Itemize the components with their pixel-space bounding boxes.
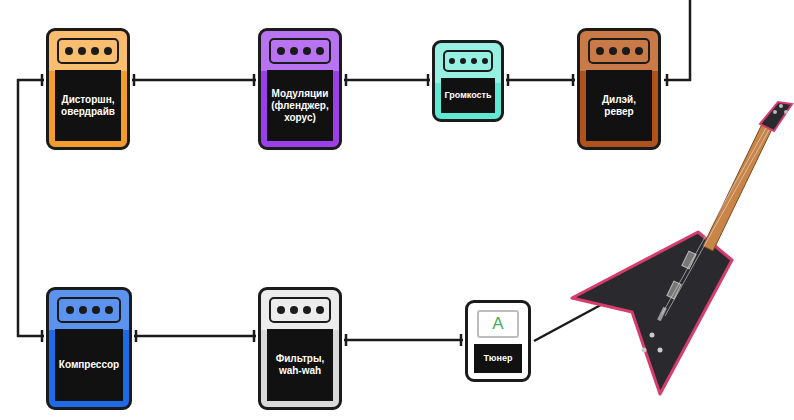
patch-cable xyxy=(132,74,256,86)
guitar-body xyxy=(572,232,732,394)
jack-tick xyxy=(133,74,136,86)
guitar-headstock xyxy=(760,102,792,131)
label-panel: Модуляции (фленджер, хорус) xyxy=(267,70,333,141)
tuner-display: A xyxy=(477,310,519,338)
label-panel: Дилэй, ревер xyxy=(586,70,652,141)
knob-dot xyxy=(482,58,488,64)
jack-tick xyxy=(460,334,463,346)
pedal-label: Тюнер xyxy=(483,353,512,364)
cable-line xyxy=(18,80,44,336)
control-knob xyxy=(650,333,655,338)
label-panel: Громкость xyxy=(441,78,495,113)
knob-dot xyxy=(316,306,324,314)
knob-dot xyxy=(277,306,285,314)
knob-dot xyxy=(622,47,630,55)
jack-tick xyxy=(507,74,510,86)
output-cable xyxy=(664,0,690,86)
cable-line xyxy=(344,79,430,82)
effect-pedal: Громкость xyxy=(432,40,504,122)
patch-cable xyxy=(344,334,463,346)
knob-dot xyxy=(303,47,311,55)
patch-cable xyxy=(344,74,430,86)
knob-dot xyxy=(92,306,100,314)
guitar-string xyxy=(662,128,766,314)
label-panel: Фильтры, wah-wah xyxy=(267,329,333,401)
patch-cable xyxy=(506,74,575,86)
effect-pedal: A Тюнер xyxy=(465,300,531,382)
knob-dot xyxy=(471,58,477,64)
patch-cable xyxy=(18,74,44,342)
knob-panel xyxy=(57,38,119,64)
effect-pedal: Дисторшн, овердрайв xyxy=(46,28,130,150)
knob-dot xyxy=(65,47,73,55)
jack-tick xyxy=(253,74,256,86)
pedal-label: Громкость xyxy=(445,90,492,101)
output-wire xyxy=(664,0,690,80)
knob-dot xyxy=(105,306,113,314)
jack-tick xyxy=(427,74,430,86)
input-wire xyxy=(534,300,610,341)
label-panel: Дисторшн, овердрайв xyxy=(55,70,121,141)
pedal-label: Дилэй, ревер xyxy=(590,94,648,118)
effect-pedal: Фильтры, wah-wah xyxy=(258,287,342,410)
knob-panel xyxy=(57,297,121,323)
knob-dot xyxy=(66,306,74,314)
knob-panel xyxy=(269,297,331,323)
control-knob xyxy=(642,348,647,353)
control-knob xyxy=(658,348,663,353)
knob-dot xyxy=(449,58,455,64)
jack-tick xyxy=(41,330,44,342)
knob-dot xyxy=(277,47,285,55)
jack-tick xyxy=(572,74,575,86)
guitar-cable xyxy=(534,300,610,341)
knob-panel xyxy=(269,38,331,64)
tuning-peg xyxy=(779,104,783,108)
jack-tick xyxy=(253,330,256,342)
label-panel: Тюнер xyxy=(474,344,522,373)
knob-dot xyxy=(635,47,643,55)
effect-pedal: Модуляции (фленджер, хорус) xyxy=(258,28,342,150)
knob-panel xyxy=(588,38,650,64)
cable-line xyxy=(344,339,463,342)
tuning-peg xyxy=(773,110,777,114)
cable-line xyxy=(132,79,256,82)
knob-dot xyxy=(290,306,298,314)
effect-pedal: Дилэй, ревер xyxy=(577,28,661,150)
knob-dot xyxy=(303,306,311,314)
jack-tick xyxy=(41,74,44,86)
knob-dot xyxy=(460,58,466,64)
pedal-label: Дисторшн, овердрайв xyxy=(59,94,117,118)
label-panel: Компрессор xyxy=(55,329,123,401)
knob-dot xyxy=(609,47,617,55)
patch-cable xyxy=(134,330,256,342)
knob-dot xyxy=(596,47,604,55)
knob-dot xyxy=(78,47,86,55)
jack-tick xyxy=(345,74,348,86)
knob-dot xyxy=(290,47,298,55)
wire-tick xyxy=(666,74,669,86)
cable-line xyxy=(134,335,256,338)
tuning-peg xyxy=(784,110,788,114)
knob-dot xyxy=(104,47,112,55)
jack-tick xyxy=(345,334,348,346)
knob-dot xyxy=(316,47,324,55)
pedal-label: Компрессор xyxy=(59,359,119,371)
effect-pedal: Компрессор xyxy=(46,287,132,410)
knob-panel xyxy=(443,50,493,72)
pedal-label: Модуляции (фленджер, хорус) xyxy=(271,88,329,124)
guitar-string xyxy=(665,130,769,316)
cable-line xyxy=(506,79,575,82)
note-readout: A xyxy=(492,315,503,334)
knob-dot xyxy=(91,47,99,55)
jack-tick xyxy=(135,330,138,342)
pedal-label: Фильтры, wah-wah xyxy=(271,353,329,377)
knob-dot xyxy=(79,306,87,314)
